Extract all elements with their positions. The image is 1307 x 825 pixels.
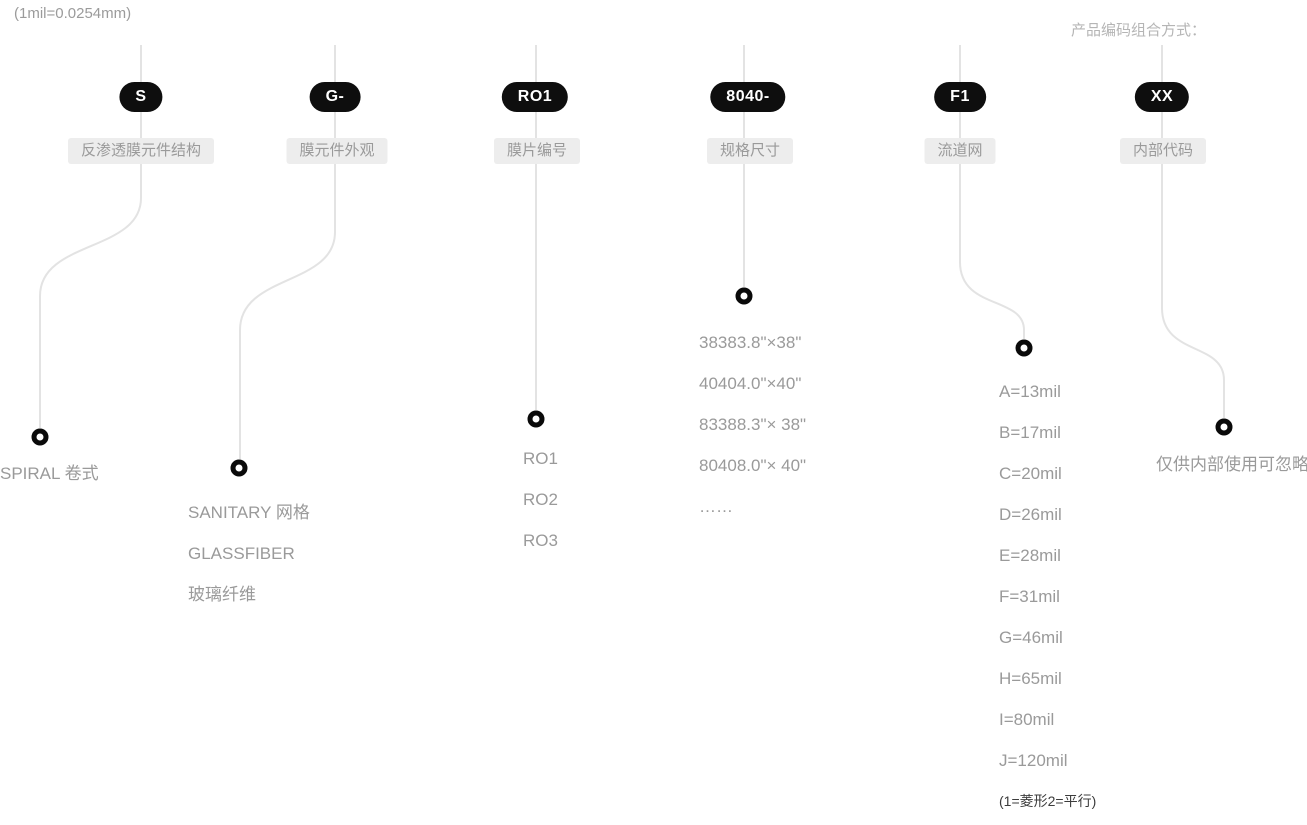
- category-label: 反渗透膜元件结构: [67, 138, 215, 164]
- value-list: 仅供内部使用可忽略: [1156, 444, 1307, 485]
- list-item: F=31mil: [999, 587, 1060, 606]
- spacer-shape-note: (1=菱形2=平行): [999, 793, 1097, 809]
- list-item: GLASSFIBER: [188, 544, 295, 563]
- list-item: 40404.0"×40": [699, 374, 802, 393]
- node-marker: [230, 459, 248, 477]
- node-marker: [31, 428, 49, 446]
- list-item: RO1: [523, 449, 558, 468]
- list-item: A=13mil: [999, 382, 1061, 401]
- list-item: G=46mil: [999, 628, 1063, 647]
- category-label: 规格尺寸: [706, 138, 794, 164]
- node-marker: [735, 287, 753, 305]
- code-pill: 8040-: [710, 82, 786, 112]
- list-item: C=20mil: [999, 464, 1062, 483]
- code-pill: S: [119, 82, 163, 112]
- code-pill: XX: [1134, 82, 1190, 112]
- list-item: D=26mil: [999, 505, 1062, 524]
- list-item: RO3: [523, 531, 558, 550]
- list-item: RO2: [523, 490, 558, 509]
- node-marker: [527, 410, 545, 428]
- list-item: 仅供内部使用可忽略: [1156, 455, 1307, 474]
- mil-conversion-note: (1mil=0.0254mm): [14, 5, 132, 22]
- category-label: 流道网: [924, 138, 996, 164]
- value-list: 38383.8"×38" 40404.0"×40" 83388.3"× 38" …: [699, 322, 806, 527]
- list-item: H=65mil: [999, 669, 1062, 688]
- value-list: A=13mil B=17mil C=20mil D=26mil E=28mil …: [999, 371, 1096, 822]
- category-label: 膜片编号: [493, 138, 581, 164]
- category-label: 内部代码: [1119, 138, 1207, 164]
- list-item: 玻璃纤维: [188, 585, 256, 604]
- list-item: 83388.3"× 38": [699, 415, 807, 434]
- list-item: ……: [699, 497, 733, 516]
- value-list: RO1 RO2 RO3: [523, 438, 558, 561]
- list-item: E=28mil: [999, 546, 1061, 565]
- code-pill: F1: [934, 82, 986, 112]
- page-title: 产品编码组合方式：: [1071, 22, 1207, 39]
- value-list: SANITARY 网格 GLASSFIBER 玻璃纤维: [188, 492, 310, 615]
- list-item: SANITARY 网格: [188, 503, 310, 522]
- list-item: B=17mil: [999, 423, 1061, 442]
- list-item: 38383.8"×38": [699, 333, 802, 352]
- list-item: SPIRAL 卷式: [0, 464, 99, 483]
- list-item: J=120mil: [999, 751, 1068, 770]
- list-item: I=80mil: [999, 710, 1055, 729]
- code-pill: G-: [309, 82, 361, 112]
- category-label: 膜元件外观: [286, 138, 388, 164]
- node-marker: [1015, 339, 1033, 357]
- code-pill: RO1: [501, 82, 569, 112]
- list-item: 80408.0"× 40": [699, 456, 807, 475]
- node-marker: [1215, 418, 1233, 436]
- value-list: SPIRAL 卷式: [0, 453, 99, 494]
